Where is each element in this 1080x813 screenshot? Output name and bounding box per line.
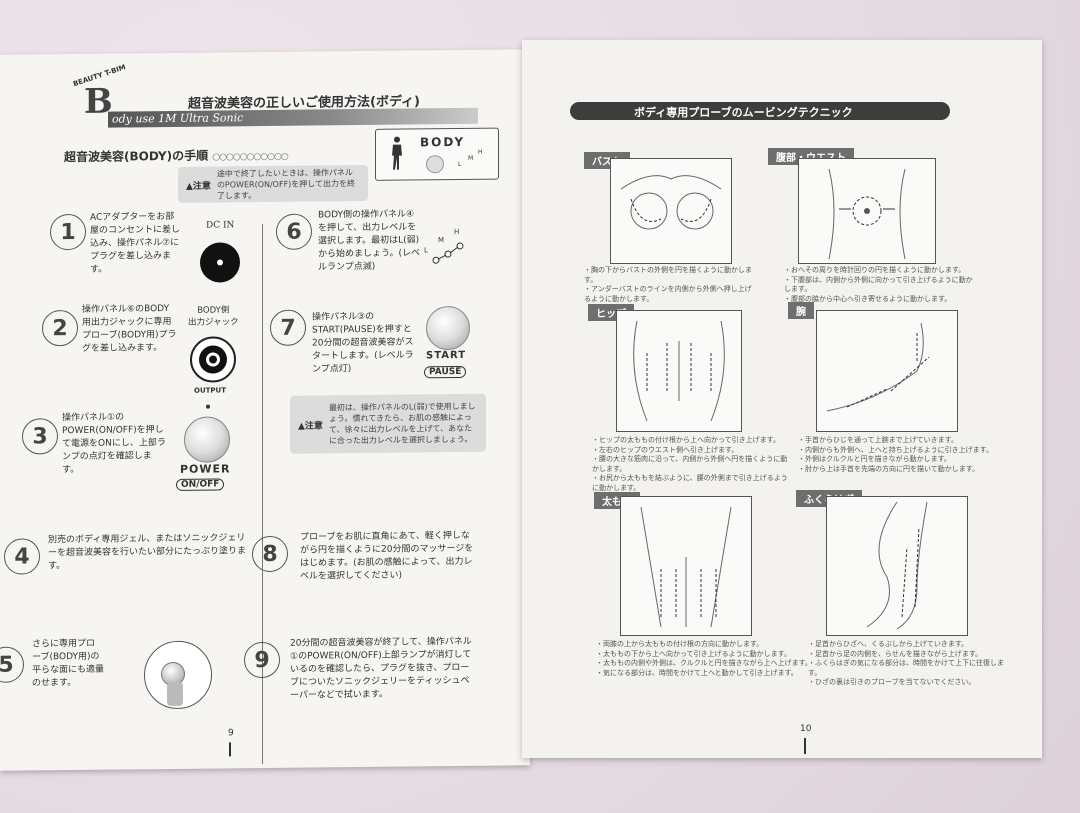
body-panel-label: BODY xyxy=(420,134,466,150)
step-2-text: 操作パネル⑥のBODY用出力ジャックに専用プローブ(BODY用)プラグを差し込み… xyxy=(82,304,177,354)
step-4-number: 4 xyxy=(4,538,40,575)
bust-illustration xyxy=(620,175,722,230)
step-8-text: プローブをお肌に直角にあて、軽く押しながら円を描くように20分間のマッサージをは… xyxy=(300,530,474,582)
section-dots: ○○○○○○○○○○○ xyxy=(212,151,288,163)
body-jack-label: BODY側 出力ジャック xyxy=(188,305,239,328)
step-1-number: 1 xyxy=(50,213,86,251)
dc-in-label: DC IN xyxy=(206,220,235,231)
caption-thigh: ・両膝の上から太ももの付け根の方向に動かします。 ・太ももの下から上へ向かって引… xyxy=(596,640,812,677)
panel-calf xyxy=(826,496,968,636)
svg-text:L: L xyxy=(424,246,428,254)
caption-bust: ・胸の下からバストの外側を円を描くように動かします。 ・アンダーバストのラインを… xyxy=(584,266,752,303)
caption-arm: ・手首からひじを通って上腕まで上げていきます。 ・内側からも外側へ、上へと持ち上… xyxy=(798,436,993,473)
caution-text: 途中で終了したいときは、操作パネルのPOWER(ON/OFF)を押して出力を終了… xyxy=(216,167,356,201)
start-label: START xyxy=(426,349,467,362)
brand-sub-bar: ody use 1M Ultra Sonic xyxy=(108,107,478,128)
step-8-number: 8 xyxy=(252,535,288,573)
section-title-text: 超音波美容(BODY)の手順 xyxy=(64,148,209,165)
step-7-text: 操作パネル③のSTART(PAUSE)を押すと20分間の超音波美容がスタートしま… xyxy=(312,311,414,375)
top-caution-note: ▲注意 途中で終了したいときは、操作パネルのPOWER(ON/OFF)を押して出… xyxy=(178,164,368,203)
caution-label-2: ▲注意 xyxy=(298,420,323,432)
panel-waist xyxy=(798,158,936,264)
caution-label: ▲注意 xyxy=(186,181,211,192)
step-5-text: さらに専用プローブ(BODY用)の平らな面にも適量のせます。 xyxy=(32,638,105,689)
panel-thigh xyxy=(620,496,752,636)
lmh-h: H xyxy=(478,148,483,156)
page-number-left: 9 xyxy=(228,728,234,739)
level-lmh-icon: L M H xyxy=(424,228,464,264)
start-button-icon xyxy=(426,305,470,351)
panel-arm xyxy=(816,310,958,432)
dc-in-jack-icon xyxy=(200,242,240,283)
mid-caution-note: ▲注意 最初は、操作パネルのL(弱)で使用しましょう。慣れてきたら、お肌の感触に… xyxy=(290,393,486,454)
lmh-l: L xyxy=(458,160,462,168)
page-marker-left xyxy=(229,742,231,757)
calf-illustration xyxy=(866,501,928,630)
step-7-number: 7 xyxy=(270,309,306,346)
step-3-number: 3 xyxy=(22,418,58,455)
probe-illustration xyxy=(144,640,212,710)
column-divider xyxy=(262,224,263,765)
panel-button xyxy=(426,155,444,174)
step-4-text: 別売のボディ専用ジェル、またはソニックジェリーを超音波美容を行いたい部分にたっぷ… xyxy=(48,533,247,572)
step-6-text: BODY側の操作パネル④を押して、出力レベルを選択します。最初はL(弱)から始め… xyxy=(318,209,420,273)
right-header: ボディ専用プローブのムービングテクニック xyxy=(634,106,853,119)
waist-illustration xyxy=(828,168,906,260)
svg-text:H: H xyxy=(454,228,459,236)
caption-calf: ・足首からひざへ、くるぶしから上げていきます。 ・足首から足の内側を、らせんを描… xyxy=(808,640,1004,686)
lmh-m: M xyxy=(468,154,474,162)
step-9-text: 20分間の超音波美容が終了して、操作パネル①のPOWER(ON/OFF)上部ラン… xyxy=(290,636,472,701)
thigh-illustration xyxy=(640,506,732,628)
power-label: POWER xyxy=(180,462,231,476)
step-9-number: 9 xyxy=(244,641,280,679)
panel-hip xyxy=(616,310,742,432)
output-jack-icon xyxy=(190,336,236,383)
right-page: ボディ専用プローブのムービングテクニック バスト ・胸の下からバストの外側を円を… xyxy=(522,40,1042,758)
body-silhouette-icon xyxy=(392,136,402,170)
caption-hip: ・ヒップの太ももの付け根から上へ向かって引き上げます。 ・左右のヒップのウエスト… xyxy=(592,436,788,492)
panel-bust xyxy=(610,158,732,264)
power-button-icon xyxy=(184,416,230,463)
arm-illustration xyxy=(826,322,930,412)
step-2-number: 2 xyxy=(42,309,78,347)
pause-badge: PAUSE xyxy=(424,365,467,379)
section-title: 超音波美容(BODY)の手順 ○○○○○○○○○○○ xyxy=(64,146,288,165)
page-number-right: 10 xyxy=(800,724,812,734)
brand-sub: ody use 1M Ultra Sonic xyxy=(112,111,244,126)
right-header-bar: ボディ専用プローブのムービングテクニック xyxy=(570,102,950,120)
body-panel-illustration: BODY L M H xyxy=(375,127,499,181)
caution-text-2: 最初は、操作パネルのL(弱)で使用しましょう。慣れてきたら、お肌の感触によって、… xyxy=(328,401,476,446)
step-5-number: 5 xyxy=(0,646,24,683)
step-1-text: ACアダプターをお部屋のコンセントに差し込み、操作パネル⑦にプラグを差し込みます… xyxy=(90,211,181,275)
left-page: BEAUTY T-BIM B ody use 1M Ultra Sonic 超音… xyxy=(0,49,530,771)
output-label: OUTPUT xyxy=(194,386,226,395)
power-lamp-icon xyxy=(206,404,210,409)
onoff-badge: ON/OFF xyxy=(176,478,225,491)
caption-waist: ・おへその周りを時計回りの円を描くように動かします。 ・下腹部は、内側から外側に… xyxy=(784,266,973,303)
svg-text:M: M xyxy=(438,236,444,244)
tag-arm: 腕 xyxy=(788,302,814,319)
hip-illustration xyxy=(633,320,725,422)
step-6-number: 6 xyxy=(276,213,312,250)
main-title: 超音波美容の正しいご使用方法(ボディ) xyxy=(188,94,420,112)
step-3-text: 操作パネル①のPOWER(ON/OFF)を押して電源をONにし、上部ランプの点灯… xyxy=(62,412,166,476)
page-marker-right xyxy=(804,738,806,754)
